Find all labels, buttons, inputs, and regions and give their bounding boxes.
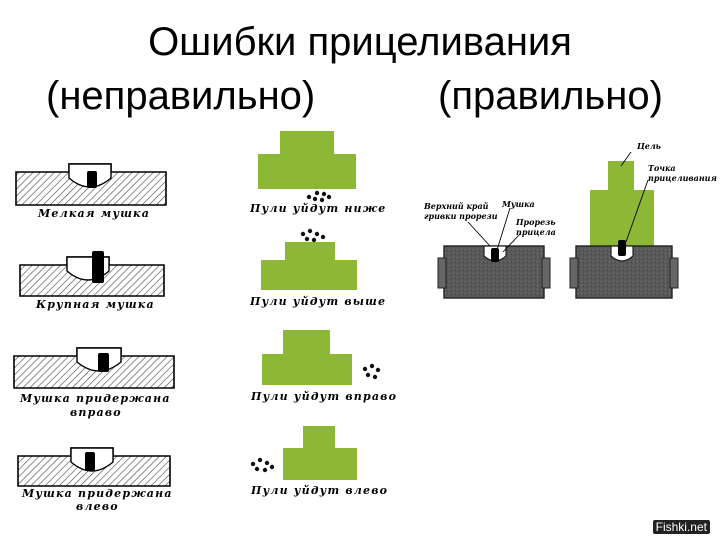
note-upper-edge-1: Верхний край <box>424 201 489 211</box>
label-held-left-sub: влево <box>76 500 119 513</box>
annotation-lines <box>467 151 649 253</box>
correct-sight-right <box>569 161 679 299</box>
subtitle-wrong: (неправильно) <box>46 74 316 118</box>
target-shots-left <box>250 426 357 480</box>
label-held-right-sub: вправо <box>70 406 122 419</box>
page-title: Ошибки прицеливания <box>148 20 572 64</box>
note-upper-edge-2: гривки прорези <box>424 211 498 221</box>
label-shots-right: Пули уйдут вправо <box>251 390 398 403</box>
label-small-front: Мелкая мушка <box>38 207 151 220</box>
note-front-sight: Мушка <box>502 199 535 209</box>
target-shots-right <box>262 330 381 385</box>
note-rear-slot-2: прицела <box>516 227 556 237</box>
sight-small-front <box>15 163 167 206</box>
sight-front-held-left <box>17 447 171 487</box>
sight-large-front <box>19 251 165 297</box>
sight-front-held-right <box>13 347 175 389</box>
label-held-right: Мушка придержана <box>20 392 171 405</box>
label-shots-left: Пули уйдут влево <box>251 484 389 497</box>
note-aim-point-2: прицеливания <box>648 173 717 183</box>
label-shots-high: Пули уйдут выше <box>250 295 387 308</box>
label-shots-low: Пули уйдут ниже <box>250 202 387 215</box>
target-shots-high <box>261 228 357 290</box>
note-target: Цель <box>637 141 661 151</box>
note-aim-point-1: Точка <box>648 163 676 173</box>
label-large-front: Крупная мушка <box>36 298 155 311</box>
label-held-left: Мушка придержана <box>22 487 173 500</box>
correct-sight-left <box>437 245 551 299</box>
target-shots-low <box>258 131 356 203</box>
subtitle-right: (правильно) <box>438 74 663 118</box>
watermark: Fishki.net <box>652 520 710 534</box>
note-rear-slot-1: Прорезь <box>516 217 556 227</box>
